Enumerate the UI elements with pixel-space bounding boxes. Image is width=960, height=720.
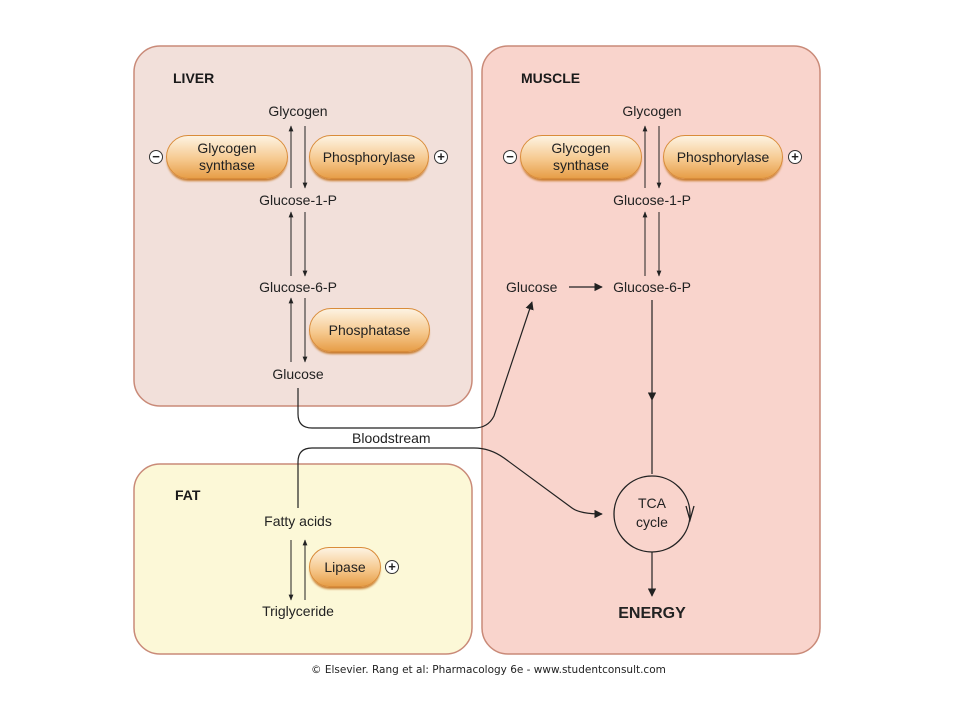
fat-panel xyxy=(133,463,473,655)
liver-glycogen-label: Glycogen xyxy=(268,103,328,119)
liver-glycogen-synthase-line2: synthase xyxy=(198,157,256,173)
liver-phosphorylase-enzyme: Phosphorylase xyxy=(309,135,429,179)
muscle-panel xyxy=(481,45,821,655)
liver-glycogen-synthase-line1: Glycogen xyxy=(197,140,257,156)
fat-lipase-label: Lipase xyxy=(324,558,366,575)
fat-triglyceride-label: Triglyceride xyxy=(262,603,334,619)
fat-lipase-enzyme: Lipase xyxy=(309,547,381,587)
bloodstream-fatty-acids-path xyxy=(297,447,603,519)
fat-fatty-acids-label: Fatty acids xyxy=(264,513,332,529)
tca-cycle-arrowhead-right xyxy=(685,505,695,523)
muscle-phosphorylase-enzyme: Phosphorylase xyxy=(663,135,783,179)
bloodstream-glucose-path xyxy=(297,301,534,429)
muscle-title: MUSCLE xyxy=(521,70,581,86)
liver-panel xyxy=(133,45,473,407)
muscle-glucose-1p-label: Glucose-1-P xyxy=(613,192,691,208)
liver-synthase-minus-icon: − xyxy=(149,150,163,164)
muscle-phosphorylase-plus-icon: + xyxy=(788,150,802,164)
copyright-credit: © Elsevier. Rang et al: Pharmacology 6e … xyxy=(311,664,666,676)
muscle-synthase-minus-icon: − xyxy=(503,150,517,164)
liver-glucose-1p-label: Glucose-1-P xyxy=(259,192,337,208)
muscle-glucose-label: Glucose xyxy=(506,279,558,295)
muscle-glycogen-synthase-line1: Glycogen xyxy=(551,140,611,156)
tca-label-line1: TCA xyxy=(638,495,666,511)
liver-title: LIVER xyxy=(173,70,215,86)
liver-glucose-6p-label: Glucose-6-P xyxy=(259,279,337,295)
fat-lipase-plus-icon: + xyxy=(385,560,399,574)
tca-cycle-label: TCA cycle xyxy=(636,494,668,532)
liver-phosphatase-label: Phosphatase xyxy=(328,321,411,338)
liver-glucose-label: Glucose xyxy=(272,366,324,382)
tca-label-line2: cycle xyxy=(636,514,668,530)
muscle-glucose-6p-label: Glucose-6-P xyxy=(613,279,691,295)
fat-title: FAT xyxy=(175,487,201,503)
bloodstream-label: Bloodstream xyxy=(352,430,431,446)
muscle-glycogen-label: Glycogen xyxy=(622,103,682,119)
muscle-phosphorylase-label: Phosphorylase xyxy=(676,148,770,165)
liver-phosphorylase-label: Phosphorylase xyxy=(322,148,416,165)
energy-label: ENERGY xyxy=(618,605,686,622)
liver-phosphorylase-plus-icon: + xyxy=(434,150,448,164)
liver-phosphatase-enzyme: Phosphatase xyxy=(309,308,430,352)
muscle-glycogen-synthase-line2: synthase xyxy=(552,157,610,173)
